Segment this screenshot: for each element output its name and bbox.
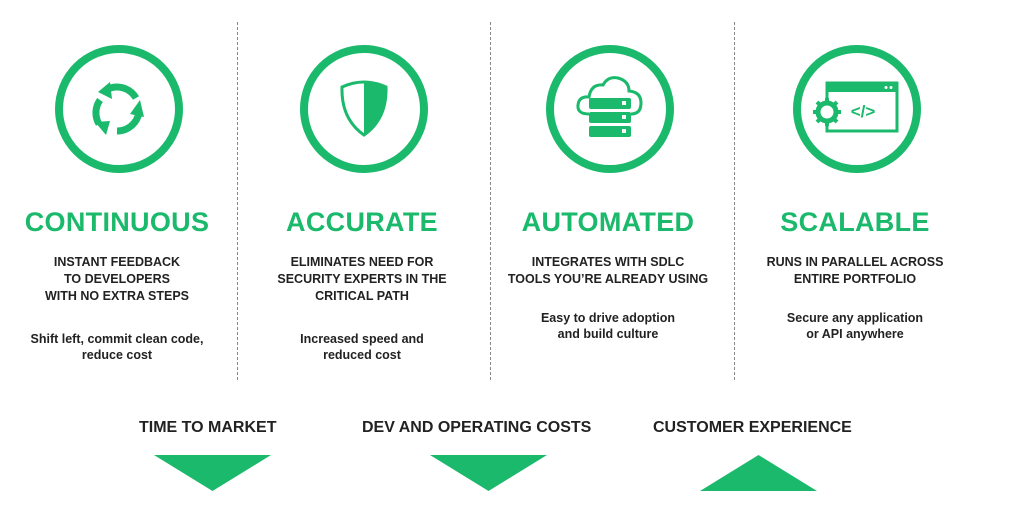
description-line: INSTANT FEEDBACK [53,255,181,269]
column-title: AUTOMATED [521,207,695,237]
benefit-line: and build culture [557,327,659,341]
benefit-line: or API anywhere [806,327,904,341]
column-description: INTEGRATES WITH SDLC TOOLS YOU’RE ALREAD… [488,254,728,288]
column-title: ACCURATE [286,207,438,237]
column-divider [734,22,735,380]
outcome-customer-experience: CUSTOMER EXPERIENCE [653,419,852,436]
column-divider [490,22,491,380]
description-line: WITH NO EXTRA STEPS [45,289,189,303]
up-arrow-icon [700,455,817,491]
column-title: CONTINUOUS [24,207,210,237]
description-line: SECURITY EXPERTS IN THE [277,272,447,286]
column-description: ELIMINATES NEED FOR SECURITY EXPERTS IN … [242,254,482,305]
description-line: RUNS IN PARALLEL ACROSS [766,255,944,269]
description-line: CRITICAL PATH [315,289,409,303]
column-benefit: Easy to drive adoption and build culture [488,310,728,342]
refresh-cycle-icon [55,45,183,173]
description-line: ELIMINATES NEED FOR [290,255,434,269]
column-title: SCALABLE [780,207,930,237]
column-benefit: Shift left, commit clean code, reduce co… [0,331,237,363]
description-line: INTEGRATES WITH SDLC [531,255,685,269]
benefit-line: reduce cost [81,348,153,362]
column-benefit: Increased speed and reduced cost [242,331,482,363]
shield-icon [300,45,428,173]
outcome-dev-operating-costs: DEV AND OPERATING COSTS [362,419,592,436]
benefit-line: reduced cost [323,348,401,362]
benefit-line: Shift left, commit clean code, [30,332,204,346]
benefit-line: Increased speed and [300,332,424,346]
code-window-gear-icon: </> [793,45,921,173]
description-line: TO DEVELOPERS [63,272,171,286]
description-line: ENTIRE PORTFOLIO [793,272,917,286]
column-description: RUNS IN PARALLEL ACROSS ENTIRE PORTFOLIO [735,254,975,288]
column-divider [237,22,238,380]
column-description: INSTANT FEEDBACK TO DEVELOPERS WITH NO E… [0,254,237,305]
outcome-time-to-market: TIME TO MARKET [139,419,277,436]
cloud-server-icon [546,45,674,173]
down-arrow-icon [430,455,547,491]
svg-text:</>: </> [851,102,876,121]
description-line: TOOLS YOU’RE ALREADY USING [507,272,709,286]
benefit-line: Secure any application [786,311,924,325]
down-arrow-icon [154,455,271,491]
column-benefit: Secure any application or API anywhere [735,310,975,342]
benefit-line: Easy to drive adoption [540,311,676,325]
